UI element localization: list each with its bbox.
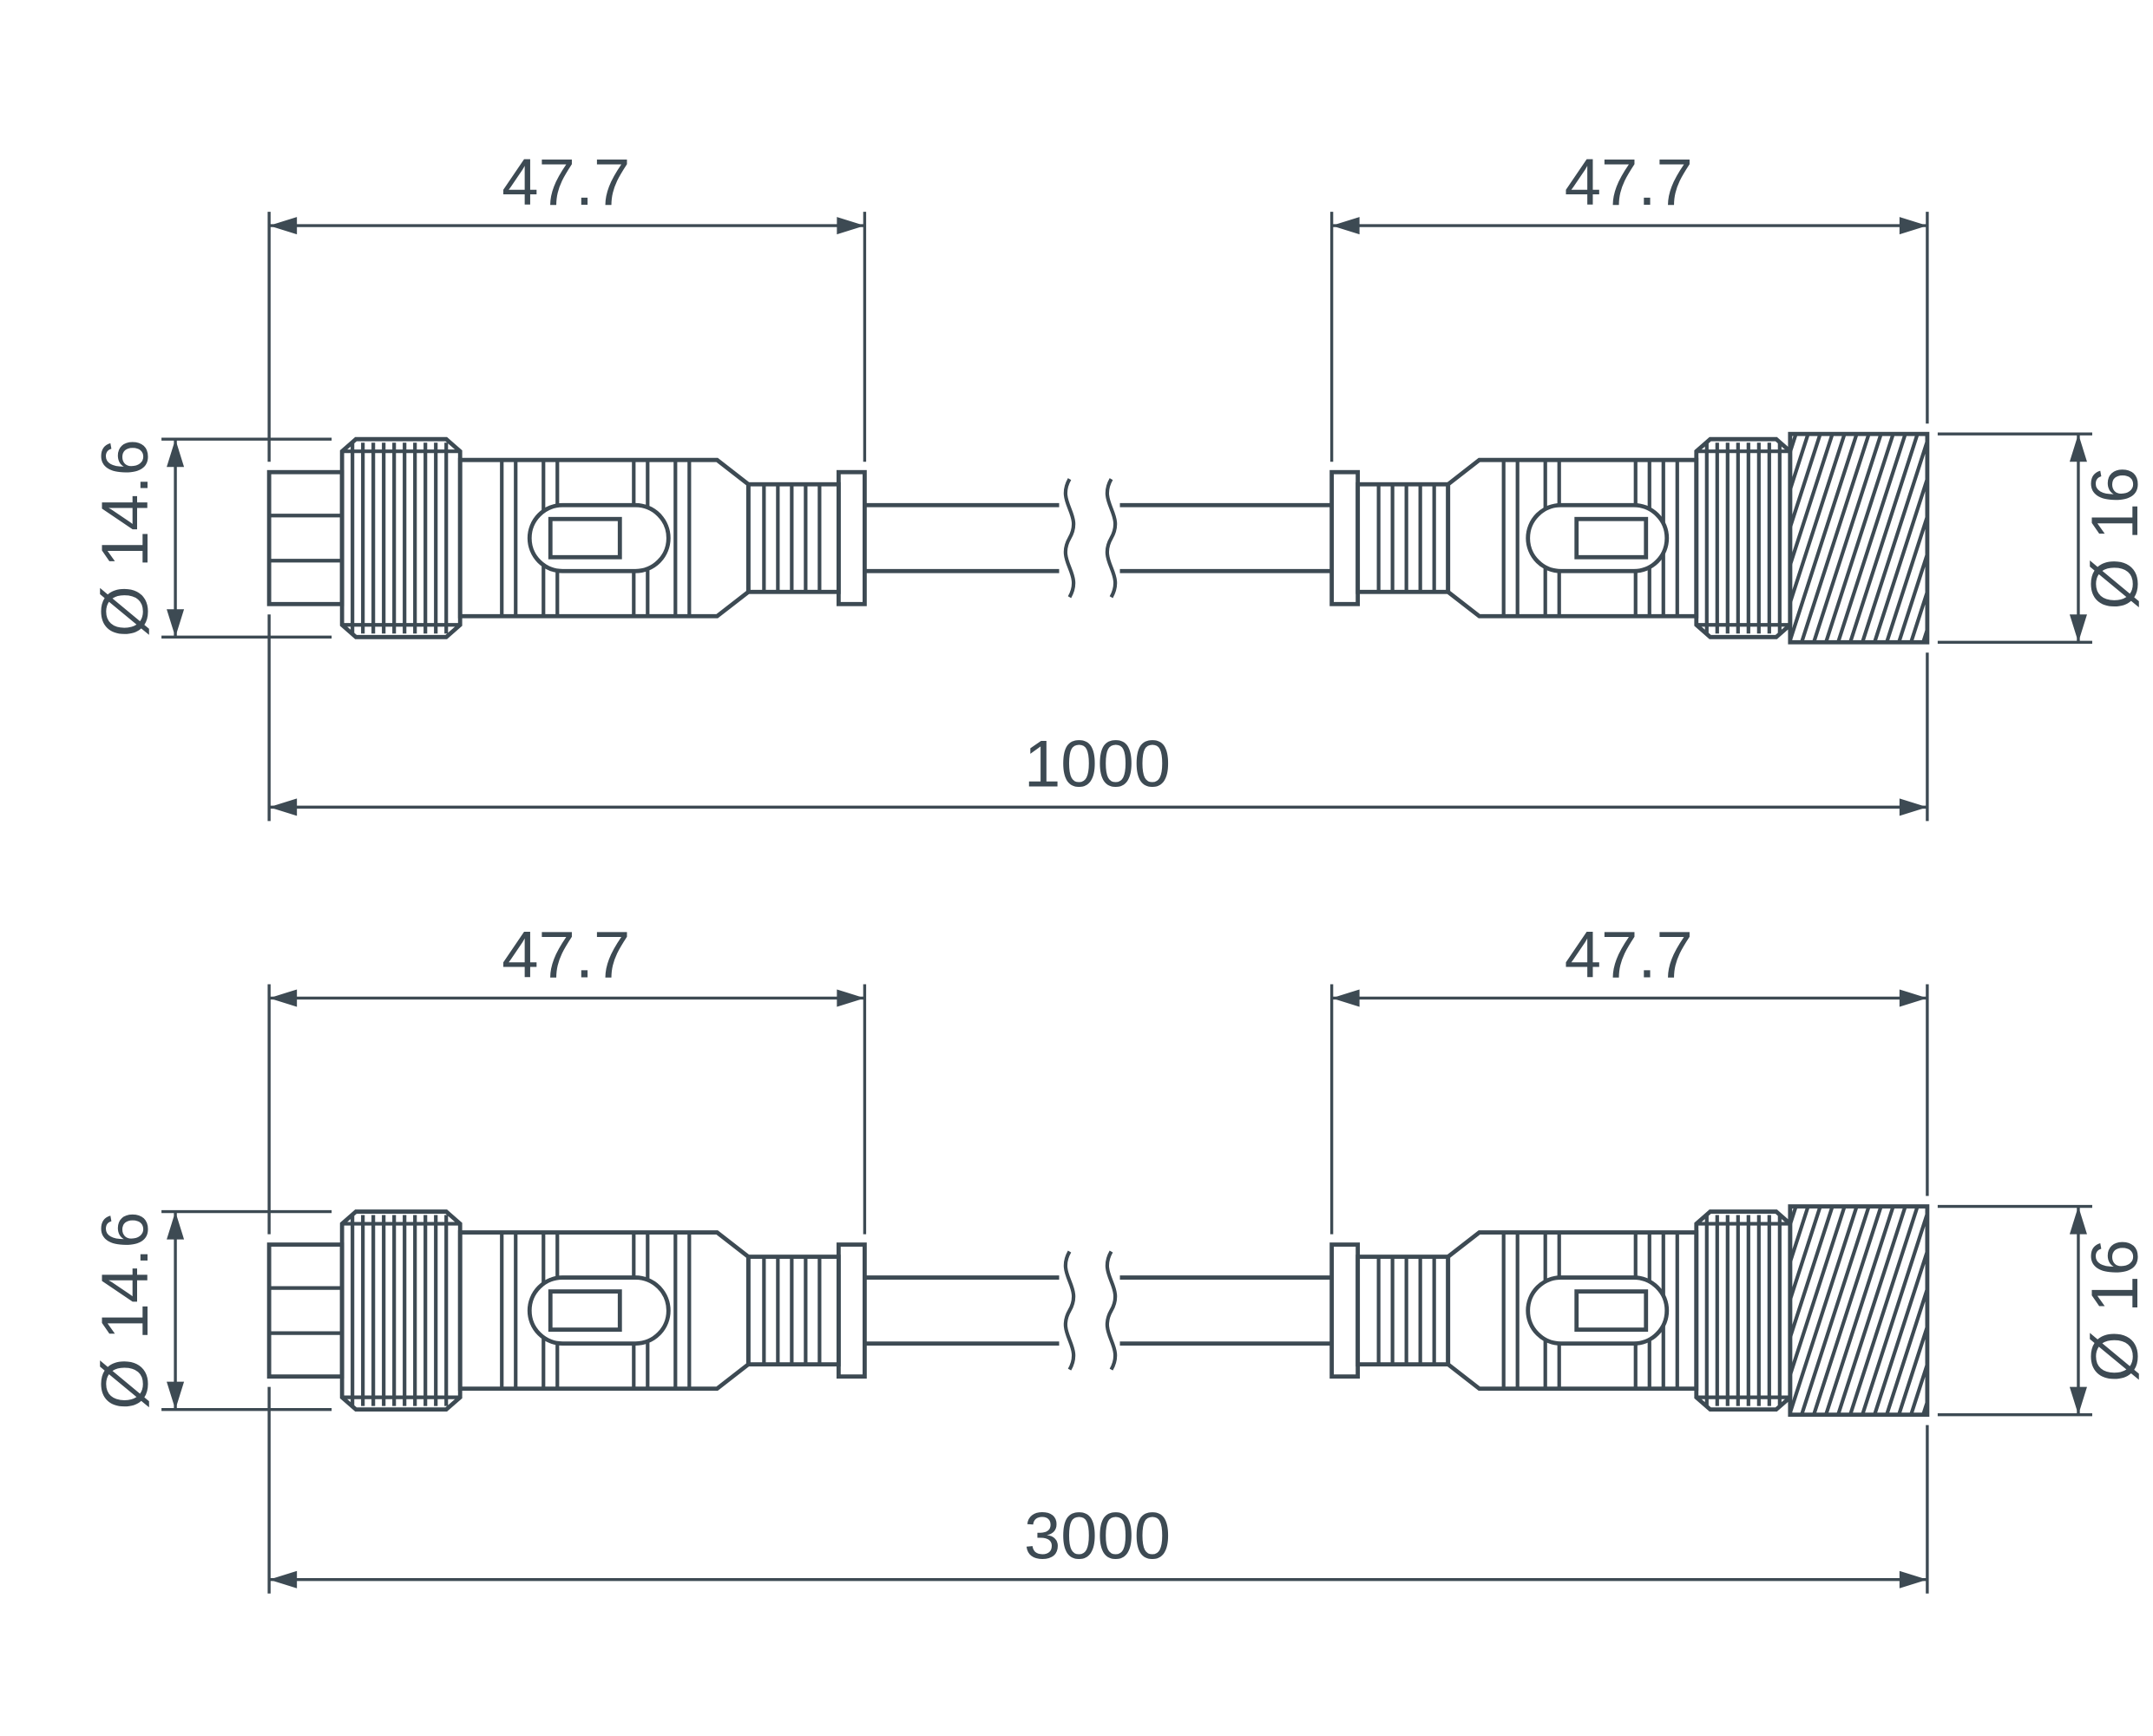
dim-diameter-left-label: Ø 14.6 <box>89 1212 162 1410</box>
drawing-cable-1000: 47.7 47.7 1000 Ø 14.6 Ø 16 <box>89 146 2152 821</box>
dim-left-connector-label: 47.7 <box>502 918 630 992</box>
dim-diameter-right-label: Ø 16 <box>2078 1239 2152 1382</box>
dim-right-connector-label: 47.7 <box>1565 146 1693 219</box>
dim-diameter-left-label: Ø 14.6 <box>89 439 162 637</box>
dim-right-connector-label: 47.7 <box>1565 918 1693 992</box>
dim-left-connector-label: 47.7 <box>502 146 630 219</box>
dim-overall-length-label: 1000 <box>1024 727 1171 801</box>
dim-diameter-right-label: Ø 16 <box>2078 467 2152 610</box>
drawing-cable-3000: 47.7 47.7 3000 Ø 14.6 Ø 16 <box>89 918 2152 1593</box>
dim-overall-length-label: 3000 <box>1024 1500 1171 1574</box>
